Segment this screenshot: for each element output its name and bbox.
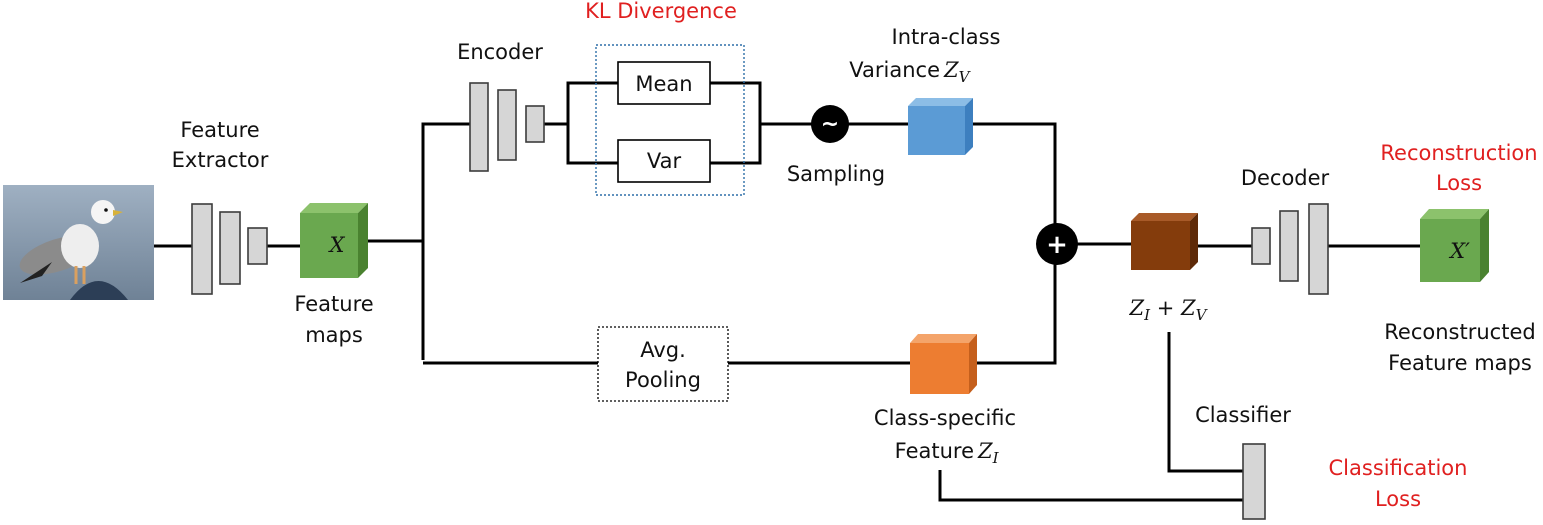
connector-lines bbox=[154, 81, 1420, 502]
sampling-label: Sampling bbox=[787, 162, 885, 186]
classifier-block bbox=[1242, 443, 1266, 520]
reconstructed-symbol: X′ bbox=[1448, 239, 1470, 263]
sampling-tilde: ~ bbox=[821, 112, 839, 137]
input-bird-image bbox=[3, 185, 154, 300]
feature-extractor-label-1: Feature bbox=[180, 118, 259, 142]
classification-loss-label-2: Loss bbox=[1375, 487, 1421, 511]
intra-class-label-2: Variance bbox=[849, 58, 940, 82]
var-box bbox=[617, 139, 711, 183]
intra-class-label-1: Intra-class bbox=[892, 25, 1001, 49]
kl-divergence-box bbox=[595, 44, 745, 196]
feature-maps-symbol: X bbox=[328, 233, 346, 257]
class-specific-label-2: Feature bbox=[895, 439, 974, 463]
reconstruction-loss-label-2: Loss bbox=[1436, 171, 1482, 195]
sum-latent-cube bbox=[1131, 213, 1198, 270]
feature-extractor-layers bbox=[191, 203, 268, 295]
intra-class-variance-cube bbox=[908, 98, 973, 155]
encoder-label: Encoder bbox=[457, 40, 543, 64]
class-specific-symbol: ZI bbox=[977, 439, 1000, 467]
reconstructed-label-1: Reconstructed bbox=[1384, 320, 1535, 344]
reconstruction-loss-label-1: Reconstruction bbox=[1380, 141, 1537, 165]
kl-divergence-label: KL Divergence bbox=[585, 0, 737, 23]
classification-loss-label-1: Classification bbox=[1329, 456, 1468, 480]
class-specific-label-1: Class-specific bbox=[874, 406, 1016, 430]
decoder-layers bbox=[1251, 203, 1329, 295]
reconstructed-label-2: Feature maps bbox=[1388, 351, 1532, 375]
plus-symbol: + bbox=[1046, 230, 1068, 260]
intra-class-symbol: ZV bbox=[943, 58, 972, 86]
feature-maps-label-2: maps bbox=[305, 323, 363, 347]
mean-box bbox=[617, 61, 711, 105]
avg-pooling-label-2: Pooling bbox=[625, 368, 701, 392]
sum-latent-label: ZI + ZV bbox=[1129, 296, 1209, 324]
classifier-label: Classifier bbox=[1195, 403, 1291, 427]
feature-extractor-label-2: Extractor bbox=[172, 148, 269, 172]
avg-pooling-box bbox=[597, 326, 729, 402]
encoder-layers bbox=[469, 82, 545, 172]
feature-maps-cube bbox=[300, 203, 368, 278]
var-label: Var bbox=[647, 149, 682, 173]
mean-label: Mean bbox=[635, 72, 692, 96]
decoder-label: Decoder bbox=[1241, 166, 1330, 190]
plus-node bbox=[1036, 223, 1078, 265]
sampling-node bbox=[811, 105, 849, 143]
class-specific-cube bbox=[910, 334, 977, 394]
reconstructed-feature-cube bbox=[1420, 209, 1489, 282]
avg-pooling-label-1: Avg. bbox=[640, 338, 686, 362]
feature-maps-label-1: Feature bbox=[294, 292, 373, 316]
